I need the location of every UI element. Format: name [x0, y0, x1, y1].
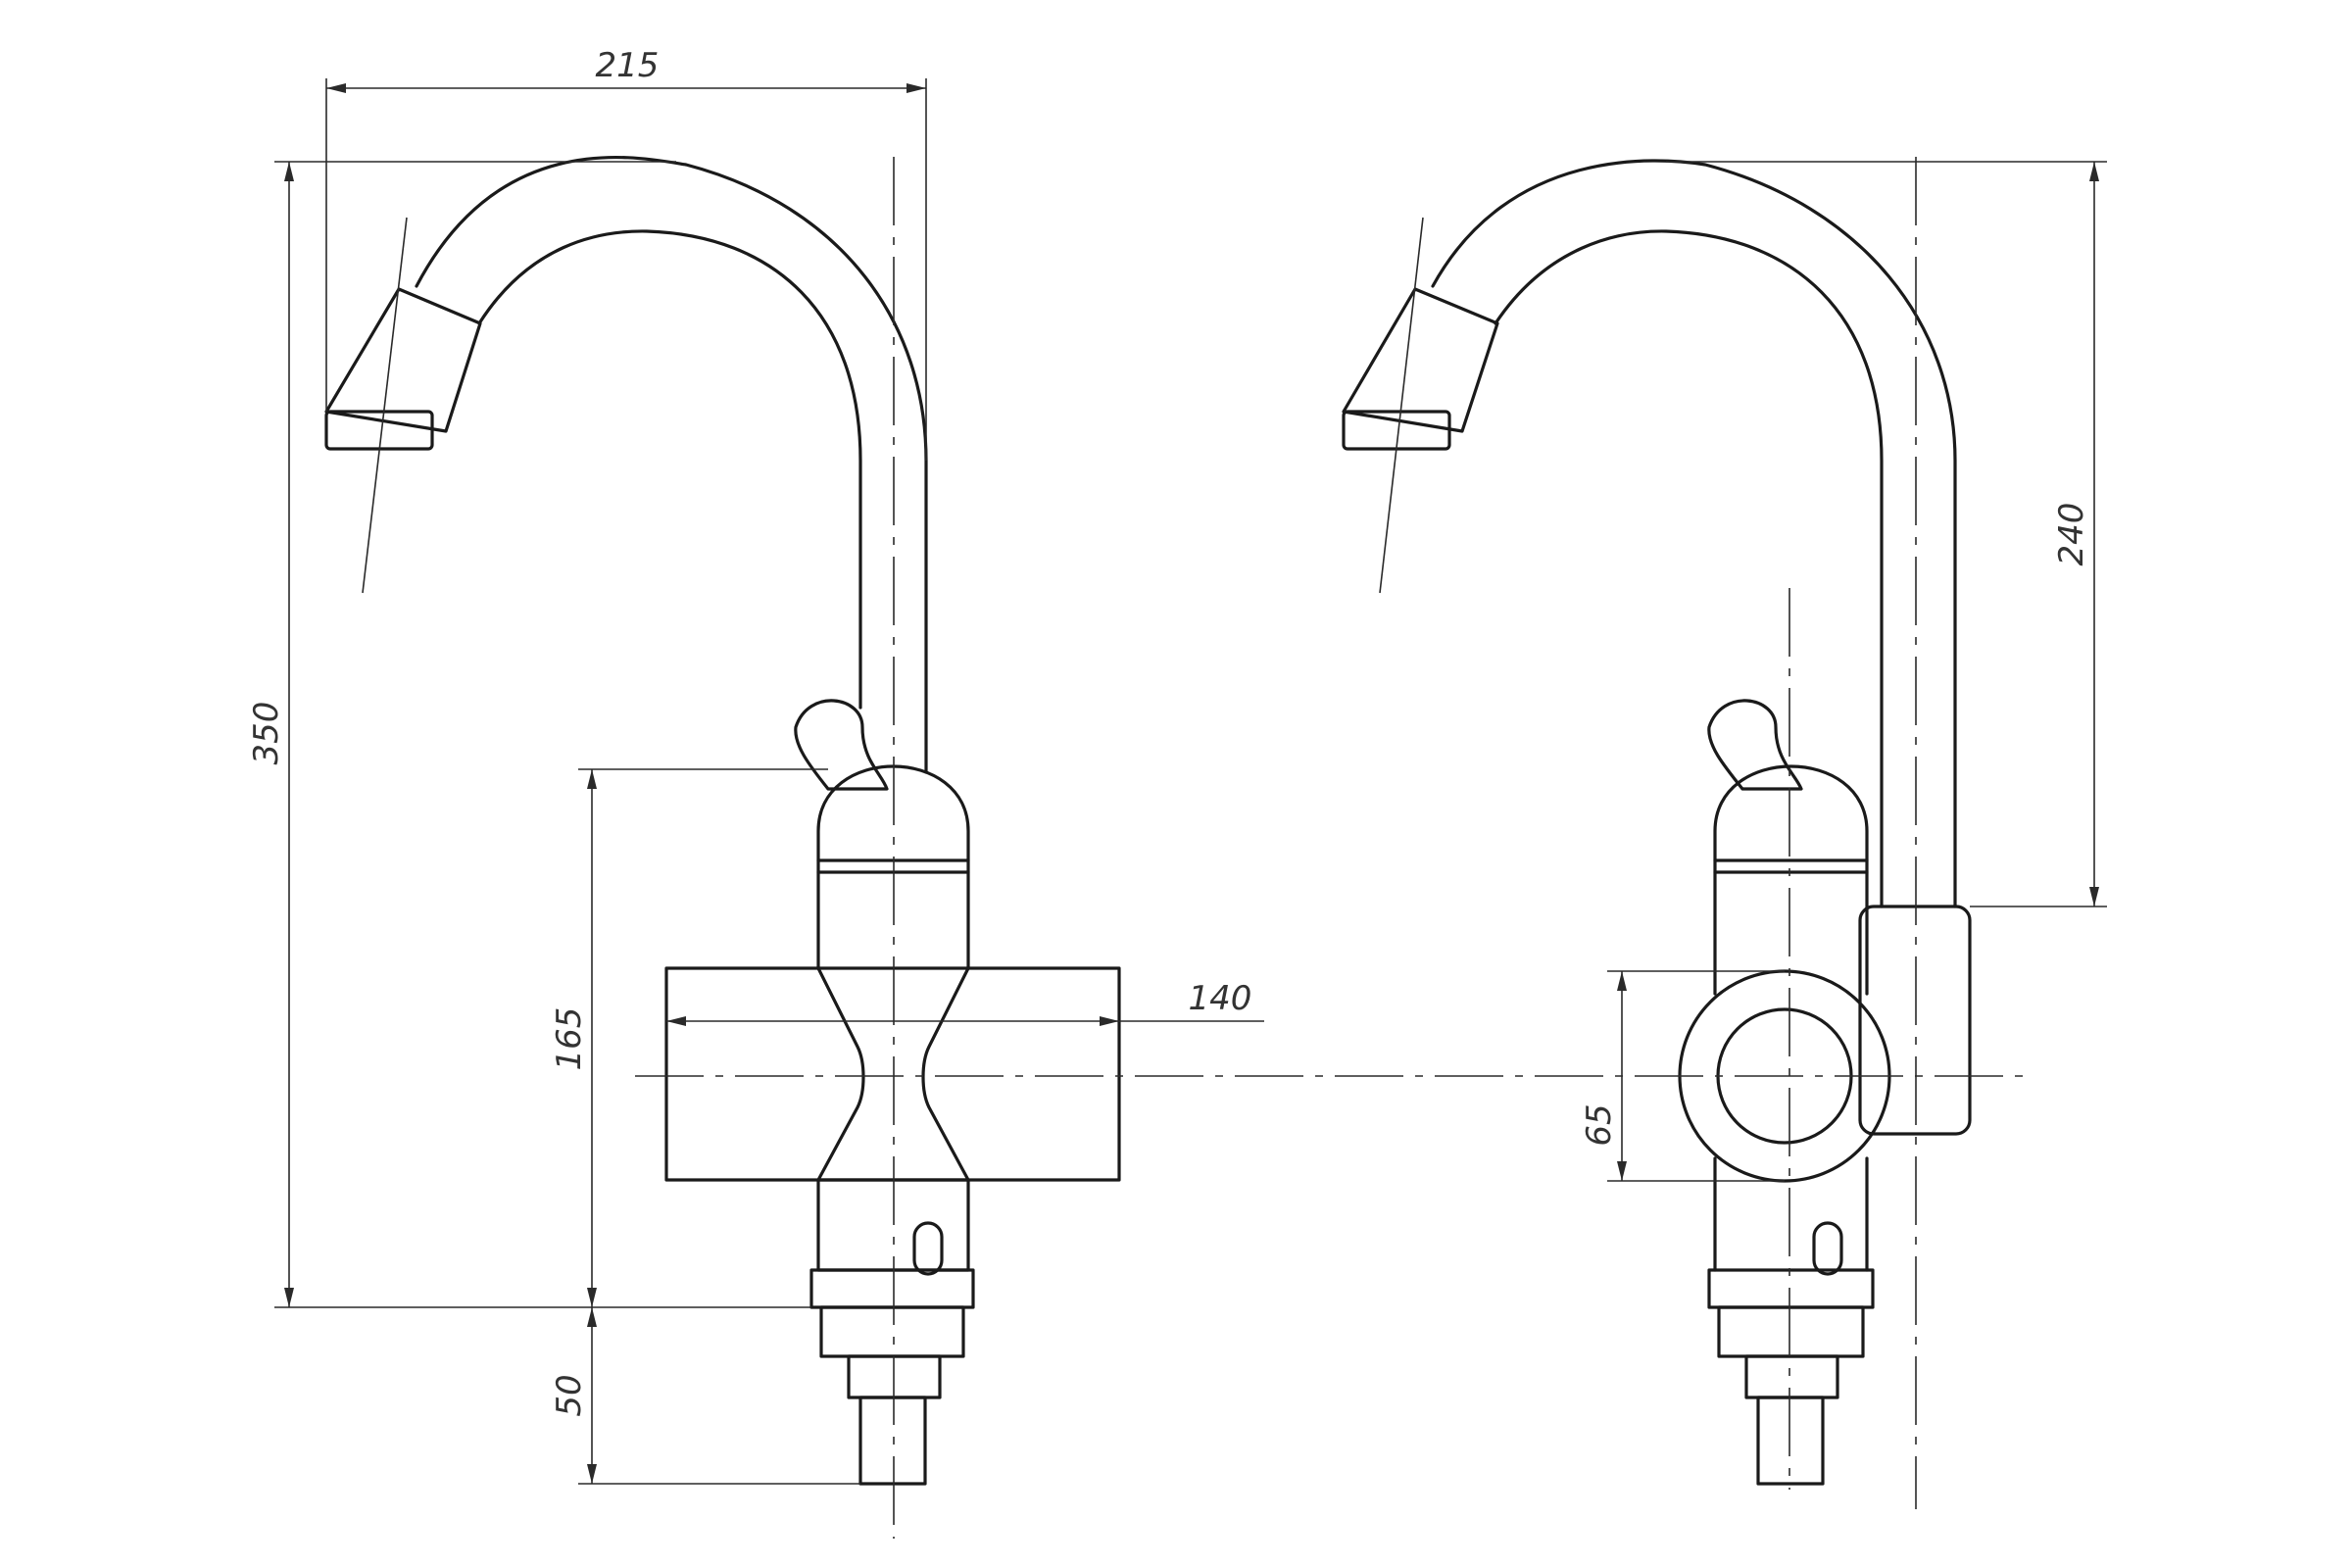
front-aerator [324, 410, 434, 451]
dimension-140: 140 [666, 979, 1264, 1026]
dim-350-label: 350 [247, 702, 286, 765]
front-pipe [858, 1396, 927, 1486]
side-slot [1812, 1221, 1843, 1276]
dimension-240: 240 [1666, 161, 2107, 907]
side-view [1342, 157, 1972, 1509]
front-nozzle [324, 287, 482, 433]
front-hex [819, 1305, 965, 1358]
side-spout-inner [1494, 229, 1884, 908]
front-lever [794, 699, 889, 791]
front-waist [816, 966, 970, 1182]
front-nozzle-axis [362, 217, 408, 594]
side-spout-outer [1431, 159, 1957, 908]
dim-240-label: 240 [2052, 503, 2091, 566]
side-coupling [1744, 1354, 1839, 1399]
side-lever [1707, 699, 1803, 791]
dim-50-label: 50 [550, 1374, 589, 1416]
side-pipe [1756, 1396, 1825, 1486]
front-spout-inner [477, 229, 862, 710]
side-upper-body [1713, 764, 1869, 996]
front-slot [912, 1221, 944, 1276]
side-nut [1707, 1268, 1875, 1309]
dimension-215: 215 [325, 46, 927, 461]
dim-140-label: 140 [1189, 979, 1252, 1018]
dimension-65: 65 [1580, 970, 1785, 1182]
side-hex [1717, 1305, 1865, 1358]
front-heater-block [664, 966, 1121, 1182]
side-nozzle [1342, 287, 1499, 433]
side-housing [1858, 905, 1972, 1136]
front-spout-outer [415, 156, 928, 774]
side-lower-body [1713, 1156, 1869, 1272]
dim-215-label: 215 [596, 46, 660, 85]
side-nozzle-axis [1379, 217, 1424, 594]
front-nut [809, 1268, 975, 1309]
dim-165-label: 165 [550, 1007, 589, 1071]
dim-65-label: 65 [1580, 1103, 1619, 1146]
front-view [324, 156, 1121, 1539]
dimension-50: 50 [550, 1307, 860, 1485]
dimension-165: 165 [550, 768, 828, 1307]
dimension-350: 350 [247, 161, 811, 1308]
